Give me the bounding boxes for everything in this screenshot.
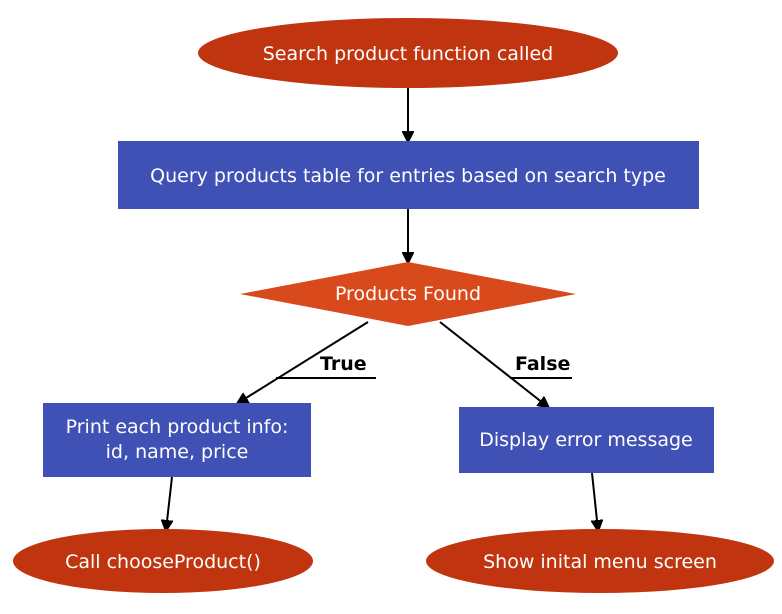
edge-print-to-choose [166,476,172,530]
false-label: False [515,353,570,375]
query-node: Query products table for entries based o… [118,141,699,209]
choose-ellipse [13,529,313,593]
start-ellipse [198,18,618,88]
choose-label: Call chooseProduct() [65,551,261,573]
menu-label: Show inital menu screen [483,551,717,573]
print-label-line1: Print each product info: [66,416,289,438]
start-node: Search product function called [198,18,618,88]
decision-diamond [240,262,576,326]
choose-node: Call chooseProduct() [13,529,313,593]
print-rect [43,403,311,477]
edge-decision-to-print [238,321,369,403]
error-rect [459,407,714,473]
edge-error-to-menu [592,472,598,530]
start-label: Search product function called [263,43,553,65]
error-label: Display error message [479,429,693,451]
decision-node: Products Found [240,262,576,326]
query-label: Query products table for entries based o… [150,165,666,187]
query-rect [118,141,699,209]
decision-label: Products Found [335,283,481,305]
edge-decision-to-error [439,321,548,407]
print-node: Print each product info: id, name, price [43,403,311,477]
menu-node: Show inital menu screen [426,529,774,593]
true-label: True [320,353,367,375]
menu-ellipse [426,529,774,593]
error-node: Display error message [459,407,714,473]
print-label-line2: id, name, price [106,441,249,463]
